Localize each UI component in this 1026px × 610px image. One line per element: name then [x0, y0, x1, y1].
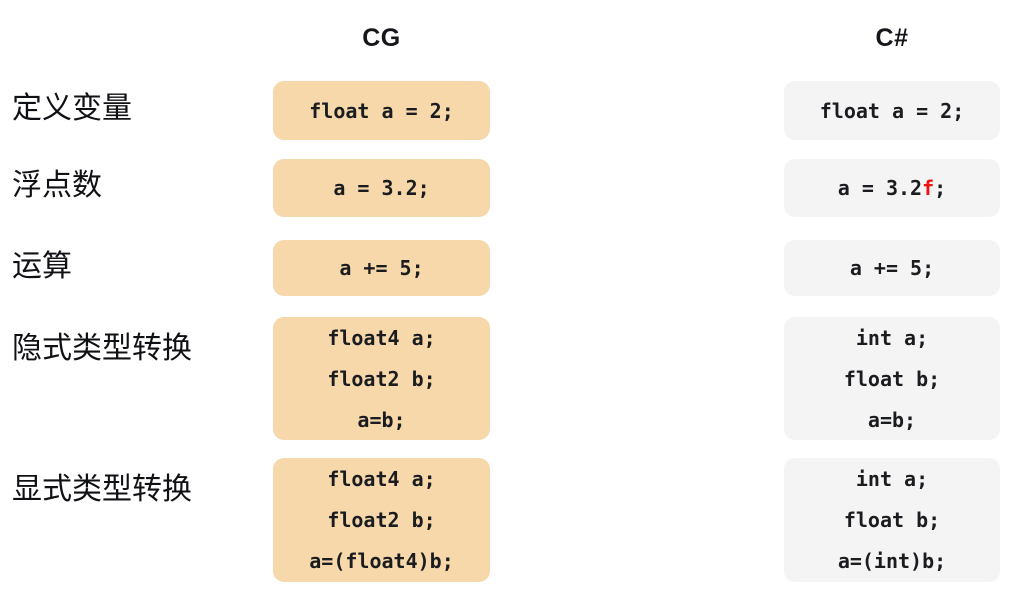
code-line: a=b; — [867, 407, 917, 432]
row-label-operation: 运算 — [12, 249, 72, 284]
code-card-cg-row1: float a = 2; — [273, 81, 490, 140]
code-card-cg-row4: float4 a; float2 b; a=b; — [273, 317, 490, 440]
code-line: a += 5; — [339, 256, 424, 280]
code-line: float4 a; — [327, 325, 436, 350]
code-line: a=(int)b; — [837, 549, 947, 573]
code-line-highlighted: a = 3.2f; — [837, 176, 947, 200]
code-card-cg-row2: a = 3.2; — [273, 159, 490, 217]
code-line: a = 3.2; — [333, 176, 430, 200]
code-card-csharp-row3: a += 5; — [784, 240, 1000, 296]
code-card-csharp-row4: int a; float b; a=b; — [784, 317, 1000, 440]
code-line: float2 b; — [327, 366, 436, 391]
code-card-cg-row3: a += 5; — [273, 240, 490, 296]
code-line: float a = 2; — [309, 98, 454, 123]
code-card-cg-row5: float4 a; float2 b; a=(float4)b; — [273, 458, 490, 582]
code-line: float b; — [843, 366, 941, 391]
row-label-define-variable: 定义变量 — [12, 91, 132, 126]
code-line: int a; — [855, 467, 929, 491]
code-line: a=(float4)b; — [309, 549, 454, 573]
row-label-explicit-cast: 显式类型转换 — [12, 472, 192, 507]
code-card-csharp-row5: int a; float b; a=(int)b; — [784, 458, 1000, 582]
column-header-cg: CG — [362, 24, 401, 52]
code-line: float2 b; — [327, 508, 436, 532]
code-card-csharp-row1: float a = 2; — [784, 81, 1000, 140]
code-line: a=b; — [357, 407, 406, 432]
row-label-implicit-cast: 隐式类型转换 — [12, 331, 192, 366]
code-line: float b; — [843, 508, 941, 532]
float-suffix-token: f — [922, 176, 935, 200]
code-line: float4 a; — [327, 467, 436, 491]
row-label-floating-point: 浮点数 — [12, 168, 102, 203]
code-line: a += 5; — [849, 256, 935, 280]
column-header-csharp: C# — [875, 24, 909, 52]
code-line: int a; — [855, 325, 929, 350]
code-card-csharp-row2: a = 3.2f; — [784, 159, 1000, 217]
code-line: float a = 2; — [819, 98, 965, 123]
